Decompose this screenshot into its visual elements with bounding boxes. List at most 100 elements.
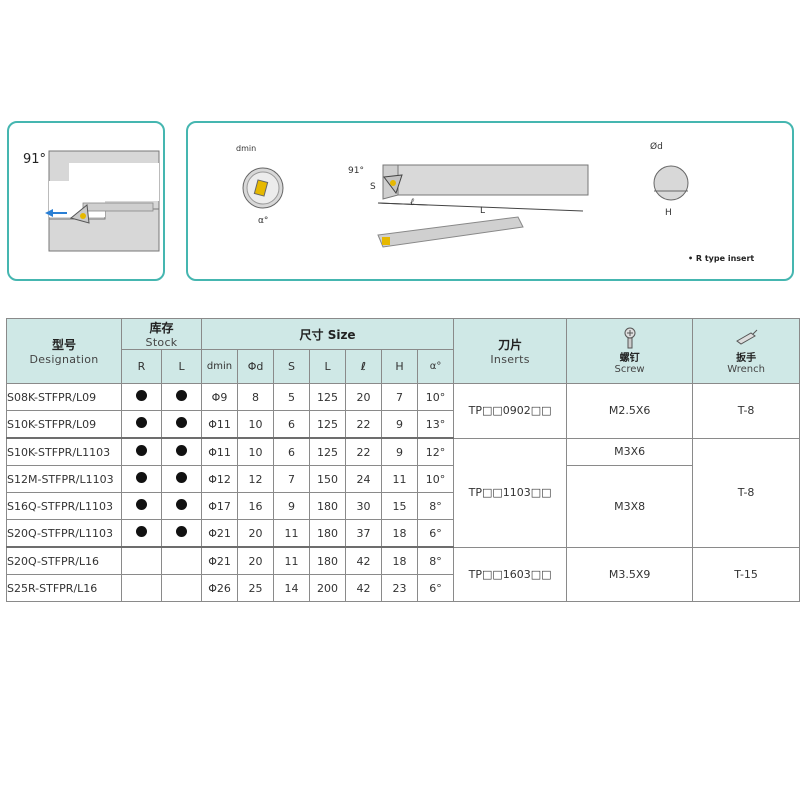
alpha-cell: 8° [417,492,455,520]
l-label: ℓ [410,197,414,208]
l-cell: 24 [345,465,383,493]
header-designation-en: Designation [29,353,99,366]
h-cell: 18 [381,519,419,548]
designation-cell: S20Q-STFPR/L1103 [6,519,122,548]
dmin-cell: Φ11 [201,437,239,466]
s-cell: 11 [273,519,311,548]
h-cell: 9 [381,437,419,466]
subheader-l: L [160,349,203,384]
subheader-L: L [309,349,347,384]
cross-section-view: Ød H [650,141,689,218]
h-cell: 15 [381,492,419,520]
s-cell: 6 [273,437,311,466]
stock-r-cell [121,383,162,411]
od-cell: 8 [237,383,275,411]
dmin-cell: Φ21 [201,519,239,548]
screw-cell: M3X8 [566,465,694,548]
h-cell: 18 [381,546,419,575]
l-cell: 37 [345,519,383,548]
stock-r-cell [121,465,162,493]
stock-l-cell [160,492,203,520]
header-wrench-en: Wrench [727,364,765,375]
screw-cell: M2.5X6 [566,383,694,439]
header-designation: 型号 Designation [6,318,122,384]
stock-r-cell [121,546,162,575]
insert-cell: TP□□1103□□ [453,437,568,548]
length-cell: 125 [309,410,347,439]
header-screw: 螺钉 Screw [566,318,694,384]
table-row: S12M-STFPR/L1103 Φ12 12 7 150 24 11 10° … [6,465,800,548]
header-wrench-cn: 扳手 [736,353,757,364]
stock-dot [176,526,187,537]
stock-dot [176,445,187,456]
h-cell: 11 [381,465,419,493]
length-cell: 125 [309,383,347,411]
table-row: S08K-STFPR/L09 Φ9 8 5 125 20 7 10° TP□□0… [6,383,800,439]
s-cell: 6 [273,410,311,439]
subheader-s: S [273,349,311,384]
dmin-cell: Φ11 [201,410,239,439]
designation-cell: S08K-STFPR/L09 [6,383,122,411]
stock-r-cell [121,410,162,439]
alpha-cell: 10° [417,465,455,493]
stock-dot [176,499,187,510]
stock-dot [176,417,187,428]
header-stock: 库存 Stock [120,318,203,350]
insert-cell: TP□□1603□□ [453,546,568,602]
side-view: 91° S ℓ L [348,164,589,216]
diagram-panel-left: 91° [7,121,165,281]
subheader-dmin: dmin [201,349,239,384]
subheader-l-small: ℓ [345,349,383,384]
alpha-label: α° [258,216,268,226]
l-cell: 30 [345,492,383,520]
alpha-cell: 6° [417,574,455,602]
dmin-cell: Φ17 [201,492,239,520]
s-cell: 5 [273,383,311,411]
designation-cell: S10K-STFPR/L1103 [6,437,122,466]
angle-left-label: 91° [23,152,46,167]
h-cell: 9 [381,410,419,439]
dmin-cell: Φ12 [201,465,239,493]
angle-main-label: 91° [348,166,364,176]
header-inserts: 刀片 Inserts [453,318,568,384]
table-row: S20Q-STFPR/L1103 Φ21 20 11 180 37 18 6° [6,519,800,548]
length-cell: 180 [309,492,347,520]
screw-cell: M3X6 [566,437,694,466]
h-cell: 7 [381,383,419,411]
od-cell: 10 [237,437,275,466]
table-row: S25R-STFPR/L16 Φ26 25 14 200 42 23 6° [6,574,800,602]
wrench-cell: T-8 [692,383,800,439]
l-cell: 42 [345,574,383,602]
header-inserts-en: Inserts [490,353,530,366]
L-label: L [480,206,485,216]
header-screw-cn: 螺钉 [619,353,640,364]
stock-l-cell [160,574,203,602]
l-cell: 42 [345,546,383,575]
alpha-cell: 12° [417,437,455,466]
stock-r-cell [121,574,162,602]
od-cell: 20 [237,519,275,548]
subheader-od: Φd [237,349,275,384]
dmin-cell: Φ21 [201,546,239,575]
h-label: H [665,208,672,218]
table-row: S10K-STFPR/L09 Φ11 10 6 125 22 9 13° [6,410,800,439]
dmin-cell: Φ26 [201,574,239,602]
header-stock-cn: 库存 [149,321,174,335]
designation-cell: S25R-STFPR/L16 [6,574,122,602]
stock-dot [136,390,147,401]
l-cell: 20 [345,383,383,411]
stock-dot [136,472,147,483]
alpha-cell: 6° [417,519,455,548]
stock-r-cell [121,437,162,466]
stock-dot [136,445,147,456]
s-cell: 11 [273,546,311,575]
header-size: 尺寸 Size [201,318,455,350]
table-row: S20Q-STFPR/L16 Φ21 20 11 180 42 18 8° TP… [6,546,800,602]
subheader-r: R [121,349,162,384]
s-cell: 14 [273,574,311,602]
od-cell: 20 [237,546,275,575]
stock-r-cell [121,492,162,520]
insert-type-note: • R type insert [688,254,754,263]
stock-dot [136,526,147,537]
alpha-cell: 8° [417,546,455,575]
